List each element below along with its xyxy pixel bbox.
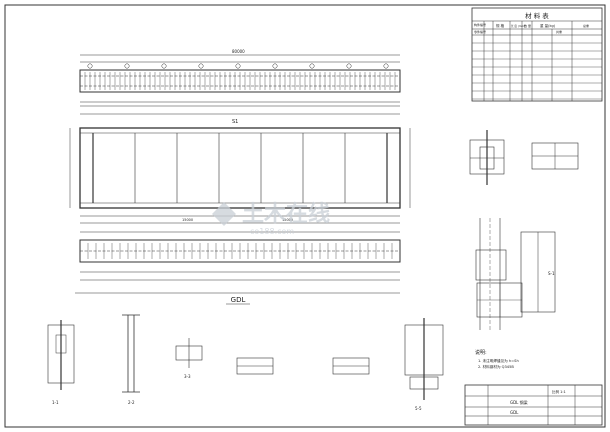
notes-title: 说明: [475,349,487,356]
material-table-header-qty: 数 量 [524,23,531,28]
watermark-sub: co188.com [250,227,294,236]
bolt-plate-detail-b [332,357,370,375]
drawing-border [4,4,606,428]
material-table: 材 料 表 构件编号 零件编号 规 格 长 度 (mm) 数 量 重 量(kg)… [471,7,603,102]
connection-detail-left [469,130,505,185]
elevation-title: GDL [231,296,246,304]
notes-line-1: 1. 未注明焊缝见为 h=Sh [478,358,519,363]
material-table-header-each: 共重 [556,29,562,34]
section-label-5-5: 5-5 [415,406,422,411]
centre-span-label: S1 [232,119,238,125]
part-marker-circle [272,63,278,69]
section-2-2 [122,314,140,393]
watermark-main: 土木在线 [242,201,330,227]
part-marker-circle [235,63,241,69]
bottom-beam-plan [75,231,401,294]
connection-detail-right [531,142,579,170]
section-label-1-1: 1-1 [52,400,59,405]
material-table-header-mark: 构件编号 [474,22,486,27]
material-table-header-length: 长 度 (mm) [511,24,525,28]
title-block [464,384,603,426]
title-block-scale: 比例 1:1 [552,389,566,394]
material-table-header-weight: 重 量(kg) [540,23,556,28]
watermark: 土木在线 co188.com [212,201,330,236]
part-marker-circle [383,63,389,69]
section-label-2-2: 2-2 [128,400,135,405]
notes-block: 说明: 1. 未注明焊缝见为 h=Sh 2. 材料钢材为 Q345B [475,349,519,369]
part-marker-circle [87,63,93,69]
column-detail [475,218,556,330]
watermark-logo-icon [212,202,236,226]
top-span-dimension: 80000 [232,49,245,54]
beam-elevation: S1 15000 15000 [69,113,411,224]
part-marker-circle [198,63,204,69]
notes-line-2: 2. 材料钢材为 Q345B [478,364,514,369]
sub-span-b: 15000 [282,218,293,222]
title-block-project: GDL 钢梁 [510,399,528,405]
title-block-drawing-name: GDL [510,410,519,415]
part-marker-circle [124,63,130,69]
part-marker-circle [309,63,315,69]
part-marker-circle [346,63,352,69]
section-label-s1: S-1 [548,271,555,276]
material-table-header-spec: 规 格 [496,23,505,28]
part-marker-circle [161,63,167,69]
top-beam-plan: 80000 [79,49,401,107]
section-5-5 [404,318,444,400]
section-1-1 [47,320,75,390]
section-3-3 [175,338,203,368]
material-table-header-part: 零件编号 [474,29,486,34]
material-table-title: 材 料 表 [525,11,549,20]
material-table-header-total: 总重 [583,23,589,28]
sub-span-a: 15000 [182,218,193,222]
material-table-rows [472,42,602,100]
section-label-3-3: 3-3 [184,374,191,379]
bolt-plate-detail-a [236,357,274,375]
